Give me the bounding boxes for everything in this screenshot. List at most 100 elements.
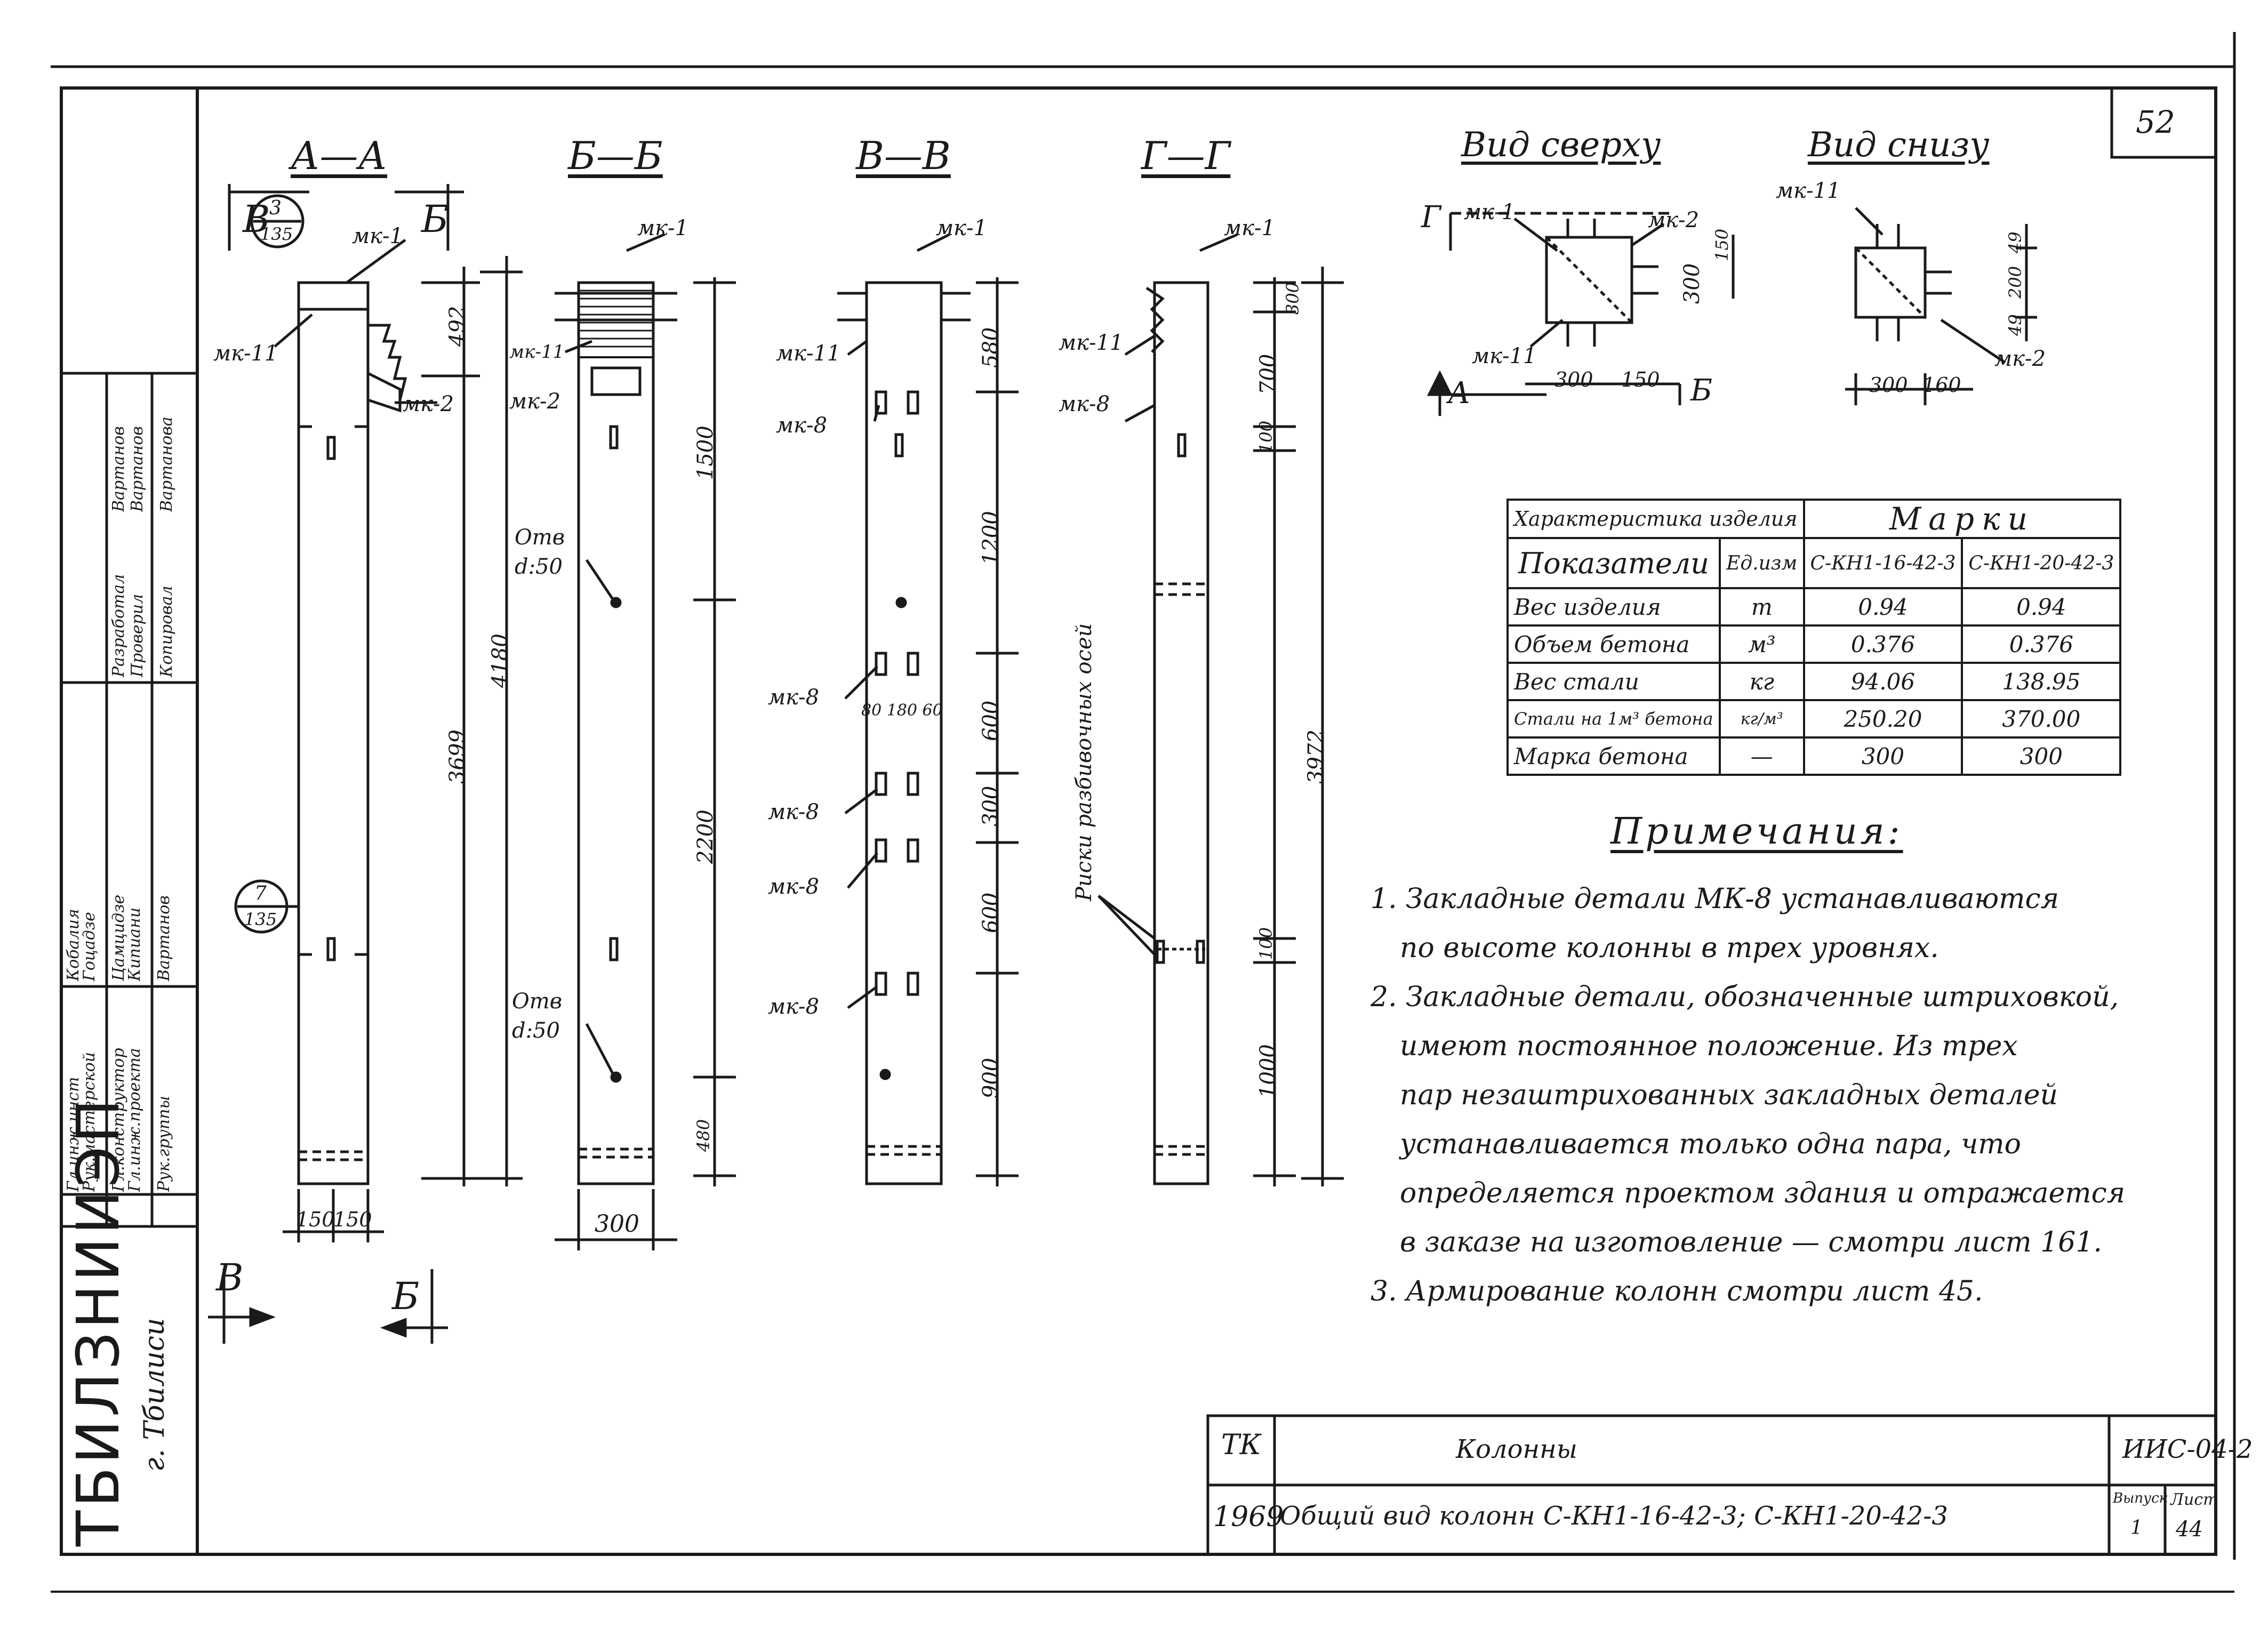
table-cell-unit: кг <box>1719 662 1805 701</box>
dim-gg-1000: 1000 <box>1256 1044 1280 1098</box>
table-cell-v1: 250.20 <box>1802 699 1964 739</box>
table-cell-v2: 370.00 <box>1961 699 2122 739</box>
dim-vv-600a: 600 <box>979 700 1003 741</box>
column-aa-body <box>297 281 370 1185</box>
dim-gg-100a: 100 <box>1256 420 1276 453</box>
note-line: 2. Закладные детали, обозначенные штрихо… <box>1371 981 2119 1013</box>
dim-bb-480: 480 <box>693 1119 714 1152</box>
dim-gg-300: 300 <box>1283 282 1303 315</box>
sheet-number-box <box>2110 86 2217 159</box>
staff-role: Рук.мастерской <box>80 1052 99 1192</box>
organization-city: г. Тбилиси <box>139 1318 171 1472</box>
label-vv-mk8-3: мк-8 <box>768 800 820 824</box>
table-cell-v1: 0.94 <box>1802 587 1964 627</box>
table-cell-unit: т <box>1719 587 1805 627</box>
table-row: Вес стали кг 94.06 138.95 <box>1506 662 2122 701</box>
bottom-view-dim-200: 200 <box>2005 266 2025 299</box>
callout-1-top: 3 <box>269 197 282 219</box>
staff-name: Вартанова <box>157 416 176 512</box>
label-aa-mk11: мк-11 <box>213 341 278 366</box>
table-col-unit: Ед.изм <box>1719 537 1805 589</box>
staff-name: Вартанов <box>109 426 128 512</box>
staff-name: Вартанов <box>128 426 147 512</box>
column-gg-body <box>1153 281 1209 1185</box>
bottom-view-dim-49a: 49 <box>2005 231 2025 253</box>
title-block-code: ТК <box>1221 1429 1261 1461</box>
table-cell-v1: 300 <box>1802 736 1964 776</box>
column-vv-body <box>865 281 943 1185</box>
table-cell-name: Вес стали <box>1506 662 1721 701</box>
title-block-sheet: 44 <box>2176 1517 2203 1542</box>
section-title-bb: Б—Б <box>568 133 663 178</box>
top-view-cut-a: А <box>1448 376 1471 411</box>
title-block-series: ИИС-04-2 <box>2122 1434 2253 1464</box>
table-cell-v1: 0.376 <box>1802 624 1964 664</box>
label-bb-mk11: мк-11 <box>509 341 565 363</box>
view-title-top: Вид сверху <box>1461 125 1661 165</box>
table-row: Объем бетона м³ 0.376 0.376 <box>1506 624 2122 664</box>
callout-circle-1 <box>250 194 304 248</box>
callout-2-top: 7 <box>254 882 267 904</box>
title-block-object: Колонны <box>1456 1434 1577 1464</box>
dim-bb-1500: 1500 <box>693 426 718 480</box>
table-cell-v2: 0.94 <box>1961 587 2122 627</box>
dim-gg-700: 700 <box>1256 354 1280 395</box>
table-cell-unit: — <box>1719 736 1805 776</box>
table-cell-name: Объем бетона <box>1506 624 1721 664</box>
label-bb-hole1: Отв <box>515 525 565 550</box>
label-gg-mk8: мк-8 <box>1059 392 1110 416</box>
table-cell-name: Стали на 1м³ бетона <box>1506 699 1721 739</box>
dim-bb-300: 300 <box>595 1210 639 1238</box>
dim-aa-492: 492 <box>445 306 470 347</box>
table-header-char: Характеристика изделия <box>1506 499 1805 539</box>
dim-aa-4180: 4180 <box>488 633 512 688</box>
top-view-mk11: мк-11 <box>1472 344 1537 368</box>
dim-bb-2200: 2200 <box>693 809 718 864</box>
note-line: 1. Закладные детали МК-8 устанавливаются <box>1371 883 2059 915</box>
dim-aa-w1: 150 <box>296 1208 335 1231</box>
table-row: Стали на 1м³ бетона кг/м³ 250.20 370.00 <box>1506 699 2122 739</box>
table-col-mark1: С-КН1-16-42-3 <box>1802 537 1964 589</box>
table-col-mark2: С-КН1-20-42-3 <box>1961 537 2122 589</box>
label-bb-mk1: мк-1 <box>637 216 689 240</box>
top-view-square <box>1545 236 1633 324</box>
label-vv-mk1: мк-1 <box>936 216 988 240</box>
top-view-mk2: мк-2 <box>1648 208 1700 232</box>
title-block-sheet-title: Общий вид колонн С-КН1-16-42-3; С-КН1-20… <box>1280 1501 1948 1531</box>
table-row: Вес изделия т 0.94 0.94 <box>1506 587 2122 627</box>
top-view-cut-g: Г <box>1421 200 1441 235</box>
label-bb-hole2: Отв <box>512 989 563 1014</box>
table-header-row-2: Показатели Ед.изм С-КН1-16-42-3 С-КН1-20… <box>1506 537 2122 589</box>
section-title-gg: Г—Г <box>1141 133 1231 178</box>
staff-role: Копировал <box>157 585 176 677</box>
dim-vv-900: 900 <box>979 1057 1003 1098</box>
label-vv-mk8-1: мк-8 <box>776 413 828 438</box>
dim-gg-100b: 100 <box>1256 927 1276 960</box>
cut-mark-v-bottom: В <box>216 1256 244 1299</box>
top-view-dim-300: 300 <box>1554 368 1593 391</box>
note-line: в заказе на изготовление — смотри лист 1… <box>1400 1226 2102 1258</box>
bottom-view-dim-160: 160 <box>1922 373 1961 397</box>
note-line: определяется проектом здания и отражаетс… <box>1400 1177 2126 1209</box>
callout-1-bottom: 135 <box>260 224 293 244</box>
table-header-row-1: Характеристика изделия Марки <box>1506 499 2122 539</box>
cut-mark-v: В <box>243 197 270 241</box>
label-vv-mk11: мк-11 <box>776 341 841 366</box>
label-vv-mk8-5: мк-8 <box>768 994 820 1019</box>
top-view-cut-b: Б <box>1690 373 1713 408</box>
note-line: по высоте колонны в трех уровнях. <box>1400 932 1939 964</box>
top-view-dim-150v: 150 <box>1712 228 1732 261</box>
title-block-sheet-label: Лист <box>2170 1490 2218 1509</box>
title-block-year: 1969 <box>1213 1501 1284 1533</box>
table-cell-name: Марка бетона <box>1506 736 1721 776</box>
staff-name: Вартанов <box>155 895 173 981</box>
top-view-dim-150: 150 <box>1621 368 1660 391</box>
table-col-param: Показатели <box>1506 537 1721 589</box>
sheet-number: 52 <box>2136 104 2175 140</box>
staff-block-frame <box>60 372 199 1228</box>
label-bb-mk2: мк-2 <box>509 389 561 414</box>
label-vv-mk8-4: мк-8 <box>768 874 820 899</box>
sheet-number-box: 52 <box>2112 88 2216 157</box>
label-gg-mk1: мк-1 <box>1224 216 1276 240</box>
table-cell-v2: 0.376 <box>1961 624 2122 664</box>
